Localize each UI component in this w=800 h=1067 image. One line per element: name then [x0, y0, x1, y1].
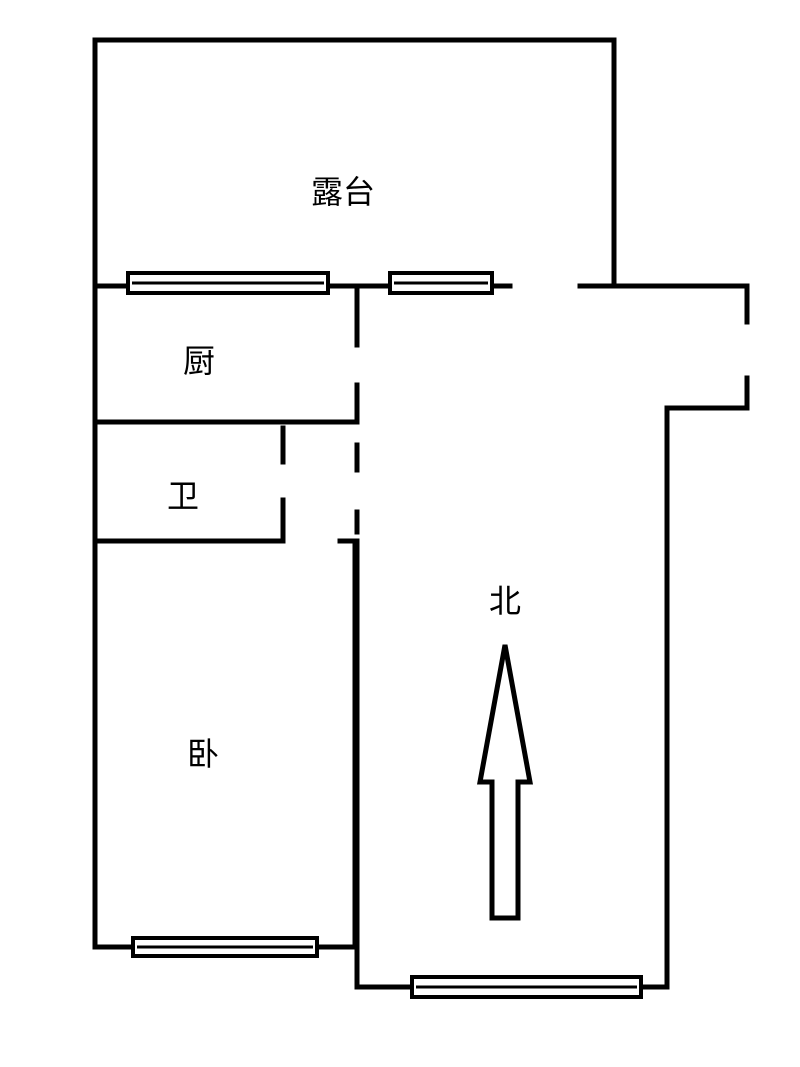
terrace-wall [92, 37, 617, 289]
east-wall-lower [354, 375, 750, 990]
windows [126, 271, 643, 999]
bedroom-bottom-wall [92, 542, 358, 950]
room-label-terrace: 露台 [311, 173, 375, 211]
window-terrace-left [126, 271, 330, 295]
window-living [410, 975, 643, 999]
room-label-bathroom: 卫 [167, 477, 199, 515]
north-label: 北 [489, 582, 521, 620]
north-arrow-icon [477, 644, 533, 921]
room-label-bedroom: 卧 [187, 735, 219, 773]
window-bedroom [131, 936, 319, 958]
window-terrace-right [388, 271, 494, 295]
room-label-kitchen: 厨 [183, 342, 215, 380]
